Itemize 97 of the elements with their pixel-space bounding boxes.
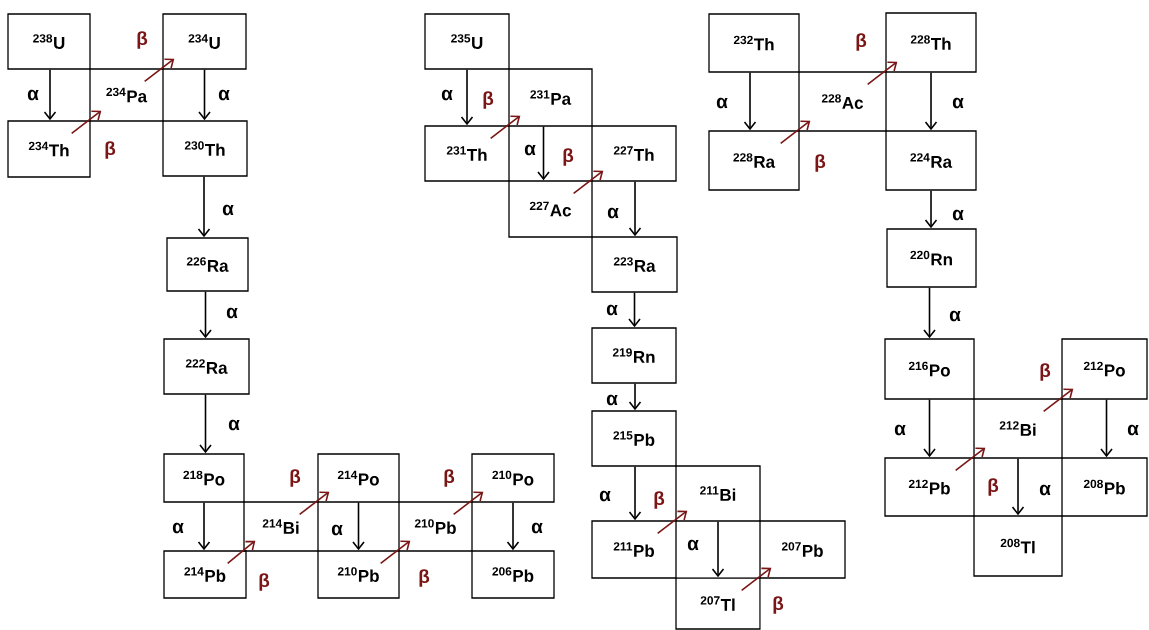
decay-arrow xyxy=(537,125,550,181)
decay-arrow xyxy=(197,175,211,238)
nuclide-box: $^{228}$Ac xyxy=(798,71,887,132)
edge-label: α xyxy=(716,97,728,109)
nuclide-box: $^{232}$Th xyxy=(708,13,800,73)
edge-label: α xyxy=(331,524,343,536)
nuclide-box: $^{215}$Pb xyxy=(591,410,677,467)
decay-arrow xyxy=(199,290,212,339)
edge-label: β xyxy=(563,148,574,166)
nuclide-box: $^{210}$Pb xyxy=(398,501,473,552)
nuclide-box: $^{207}$Pb xyxy=(759,520,846,579)
nuclide-box: $^{227}$Th xyxy=(591,125,677,182)
nuclide-box: $^{231}$Th xyxy=(424,125,510,182)
edge-label: β xyxy=(483,91,494,109)
nuclide-box: $^{219}$Rn xyxy=(591,327,677,384)
edge-label: α xyxy=(531,522,543,534)
decay-arrow xyxy=(743,71,757,131)
decay-arrow xyxy=(628,180,642,237)
edge-label: α xyxy=(218,89,230,101)
nuclide-box: $^{211}$Pb xyxy=(591,520,677,579)
nuclide-box: $^{234}$Pa xyxy=(89,68,164,122)
nuclide-box: $^{208}$Tl xyxy=(973,515,1063,577)
edge-label: β xyxy=(856,33,867,51)
decay-arrow xyxy=(628,465,642,521)
nuclide-box: $^{210}$Po xyxy=(471,453,555,503)
edge-label: α xyxy=(952,97,964,109)
nuclide-box: $^{214}$Po xyxy=(317,453,400,503)
decay-arrow xyxy=(923,286,936,339)
edge-label: α xyxy=(27,89,39,101)
decay-arrow xyxy=(1100,398,1113,458)
nuclide-box: $^{206}$Pb xyxy=(471,550,555,599)
nuclide-box: $^{207}$Tl xyxy=(675,577,761,630)
decay-arrow xyxy=(924,71,938,131)
nuclide-box: $^{210}$Pb xyxy=(317,550,400,599)
nuclide-box: $^{212}$Bi xyxy=(973,398,1063,459)
edge-label: α xyxy=(599,490,611,502)
nuclide-box: $^{208}$Pb xyxy=(1061,457,1148,517)
nuclide-box: $^{218}$Po xyxy=(163,453,245,503)
nuclide-box: $^{230}$Th xyxy=(162,120,248,177)
nuclide-box: $^{228}$Th xyxy=(885,12,977,73)
nuclide-box: $^{220}$Rn xyxy=(886,228,977,288)
nuclide-box: $^{234}$Th xyxy=(7,120,91,178)
nuclide-box: $^{212}$Pb xyxy=(884,457,975,517)
nuclide-box: $^{224}$Ra xyxy=(885,130,977,191)
nuclide-box: $^{214}$Pb xyxy=(163,550,247,599)
nuclide-box: $^{235}$U xyxy=(424,13,510,70)
decay-arrow xyxy=(628,291,641,328)
edge-label: α xyxy=(1039,484,1051,496)
nuclide-box: $^{231}$Pa xyxy=(508,68,593,127)
nuclide-box: $^{214}$Bi xyxy=(243,501,319,552)
edge-label: α xyxy=(606,394,618,406)
decay-arrow xyxy=(199,393,212,454)
edge-label: α xyxy=(607,207,619,219)
edge-label: β xyxy=(444,469,455,487)
decay-arrow xyxy=(352,501,365,551)
edge-label: α xyxy=(949,310,961,322)
nuclide-box: $^{227}$Ac xyxy=(508,180,593,238)
decay-arrow xyxy=(197,501,211,551)
nuclide-box: $^{212}$Po xyxy=(1061,338,1148,400)
edge-label: β xyxy=(1040,363,1051,381)
nuclide-box: $^{223}$Ra xyxy=(591,236,678,293)
decay-arrow xyxy=(460,68,474,126)
decay-arrow xyxy=(923,398,936,458)
edge-label: α xyxy=(222,204,234,216)
edge-label: β xyxy=(105,141,116,159)
decay-arrow xyxy=(924,189,938,229)
decay-arrow xyxy=(1011,457,1025,516)
decay-arrow xyxy=(506,501,520,551)
decay-arrow xyxy=(198,68,211,121)
edge-label: α xyxy=(226,307,238,319)
edge-label: β xyxy=(419,569,430,587)
decay-arrow xyxy=(628,382,642,411)
edge-label: β xyxy=(654,491,665,509)
nuclide-box: $^{226}$Ra xyxy=(166,237,249,292)
edge-label: α xyxy=(172,522,184,534)
edge-label: β xyxy=(290,469,301,487)
decay-arrow xyxy=(711,520,725,578)
edge-label: β xyxy=(815,154,826,172)
nuclide-box: $^{228}$Ra xyxy=(708,130,800,191)
edge-label: α xyxy=(441,89,453,101)
edge-label: β xyxy=(773,596,784,614)
edge-label: α xyxy=(606,304,618,316)
nuclide-box: $^{211}$Bi xyxy=(675,465,761,522)
edge-label: α xyxy=(687,539,699,551)
edge-label: α xyxy=(894,424,906,436)
nuclide-box: $^{222}$Ra xyxy=(163,338,250,395)
decay-arrow xyxy=(43,68,57,121)
edge-label: β xyxy=(259,573,270,591)
edge-label: α xyxy=(524,144,536,156)
nuclide-box: $^{238}$U xyxy=(7,13,91,70)
edge-label: α xyxy=(952,209,964,221)
edge-label: α xyxy=(228,419,240,431)
nuclide-box: $^{216}$Po xyxy=(884,338,975,400)
edge-label: β xyxy=(137,31,148,49)
nuclide-box: $^{234}$U xyxy=(162,13,247,70)
edge-label: α xyxy=(1127,424,1139,436)
edge-label: β xyxy=(988,478,999,496)
